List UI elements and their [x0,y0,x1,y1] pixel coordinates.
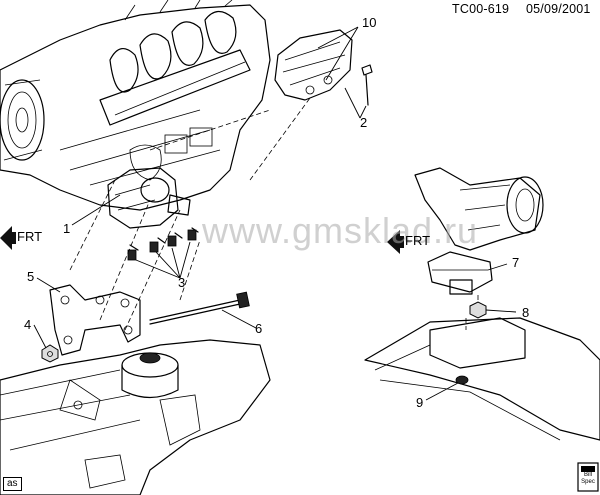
callout-5: 5 [27,269,35,284]
callout-9: 9 [416,395,424,410]
transmission-extension [414,167,544,251]
callout-8: 8 [522,305,530,320]
callout-2: 2 [360,115,368,130]
engine-mount-part-1 [107,167,191,229]
diagram-code: TC00-619 [452,2,510,16]
engine-block [0,0,271,211]
badge-label: Bill Spec [580,472,596,486]
nut-part-9 [455,375,469,385]
front-arrow-right [387,230,404,254]
book-spec-icon [577,462,599,492]
front-arrow-left [0,226,16,250]
badge-line-2: Spec [581,479,595,485]
front-label-right: FRT [405,233,431,248]
leader-lines [33,26,517,401]
through-bolt-part-6 [149,291,250,325]
trans-mount-part-7 [427,251,493,295]
diagram-date: 05/09/2001 [526,2,591,16]
watermark-text: www.gmsklad.ru [202,210,479,251]
corner-tag: as [3,477,22,491]
callout-7: 7 [512,255,520,270]
front-label-left: FRT [17,229,43,244]
bolt-part-2 [361,64,373,106]
nut-part-8 [469,301,487,319]
callout-4: 4 [24,317,32,332]
transmission-crossmember [364,317,600,441]
badge-line-1: Bill [583,472,592,478]
bracket-part-5 [49,284,141,356]
callout-3: 3 [178,275,186,290]
callout-6: 6 [255,321,263,336]
bolts-part-3 [127,227,199,261]
heat-shield-part-10 [274,29,353,101]
nut-part-4 [41,344,59,363]
frame-crossmember [0,339,271,495]
callout-1: 1 [63,221,71,236]
callout-10: 10 [362,15,377,30]
